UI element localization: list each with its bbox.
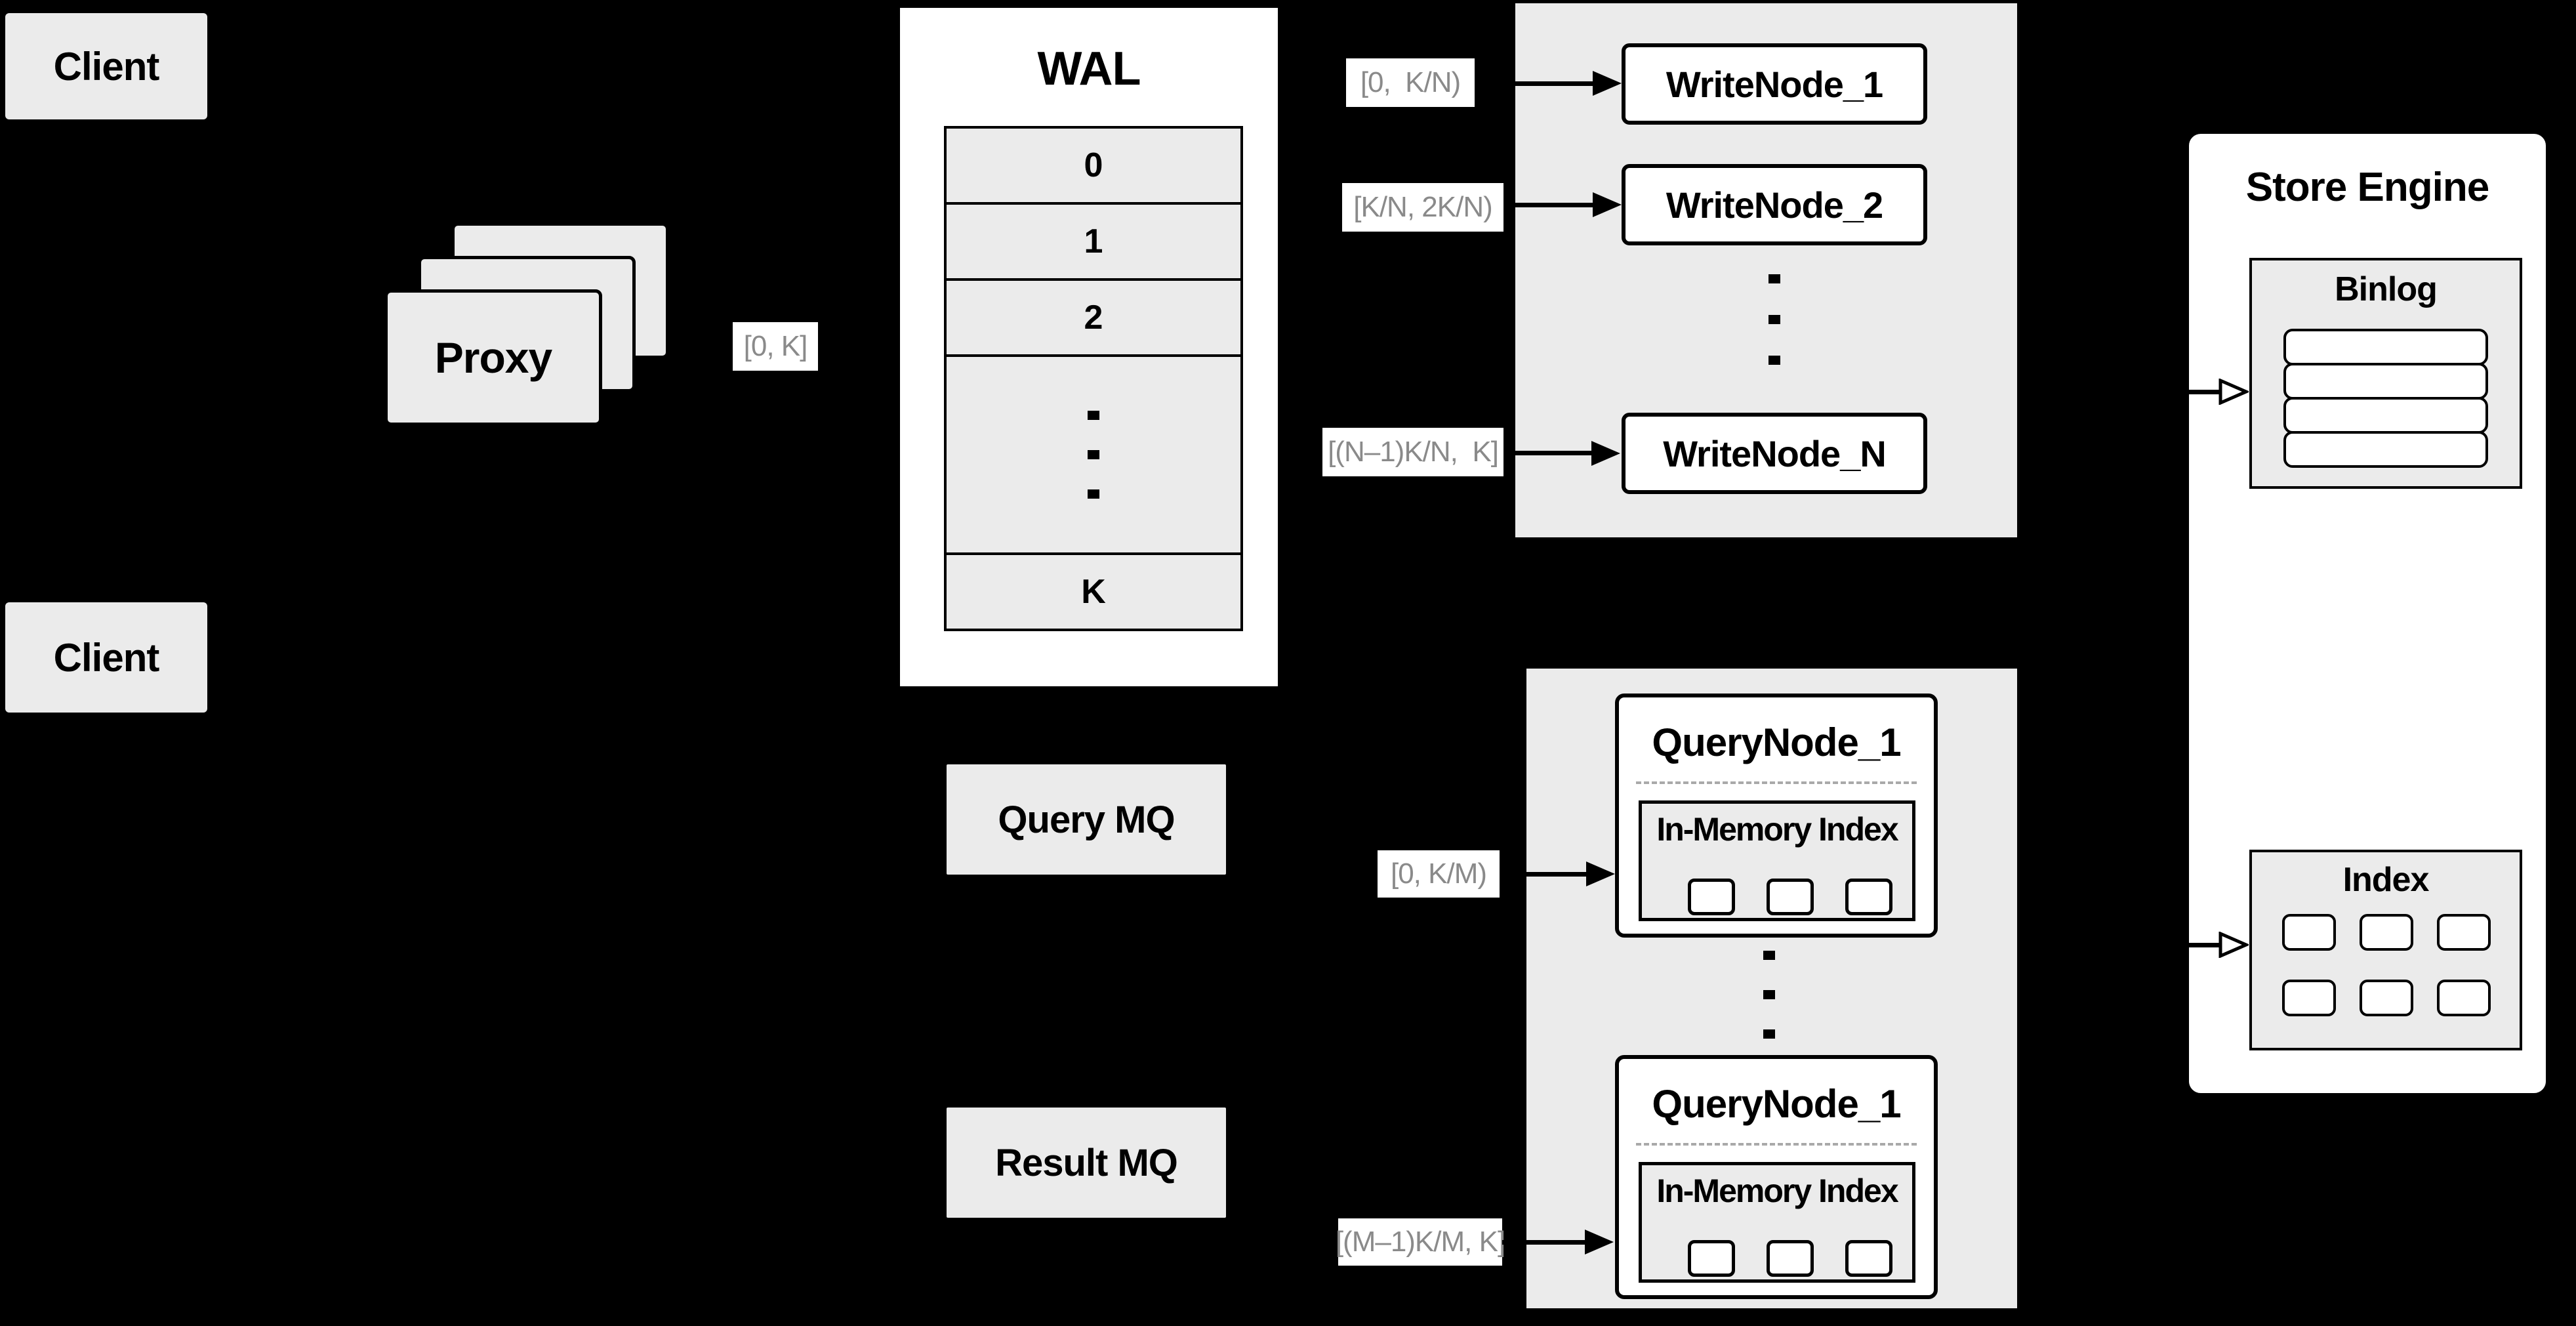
store-engine-panel: Store Engine Binlog Index (2186, 131, 2548, 1096)
client-bottom-label: Client (53, 635, 160, 680)
wal-segment-row: K (947, 552, 1240, 629)
index-title: Index (2342, 861, 2430, 899)
write-node-1: WriteNode_1 (1622, 43, 1927, 125)
index-cell (2282, 980, 2336, 1016)
binlog-box: Binlog (2249, 258, 2522, 489)
wal-table: 0 1 2 K (944, 126, 1243, 631)
query-node-1: QueryNode_1 In-Memory Index (1615, 694, 1938, 938)
index-cell (2437, 980, 2491, 1016)
ellipsis-dot-icon (1768, 356, 1780, 365)
wal-panel: WAL 0 1 2 K (897, 5, 1280, 689)
dashed-separator (1636, 1143, 1917, 1146)
dashed-separator (1636, 781, 1917, 784)
in-memory-index-box: In-Memory Index (1639, 800, 1915, 921)
arrow-shaft (1503, 203, 1595, 207)
in-memory-index-box: In-Memory Index (1639, 1162, 1915, 1283)
proxy-card-front: Proxy (384, 289, 602, 426)
proxy-label: Proxy (434, 333, 552, 382)
in-memory-index-title: In-Memory Index (1656, 1172, 1898, 1209)
result-mq-label: Result MQ (995, 1141, 1178, 1184)
ellipsis-dot-icon (1768, 315, 1780, 324)
query-node-2-title: QueryNode_1 (1652, 1082, 1901, 1126)
binlog-row (2283, 397, 2488, 434)
write-node-2: WriteNode_2 (1622, 164, 1927, 245)
memory-segment (1767, 1240, 1814, 1277)
write-range-label-n: [(N–1)K/N, K] (1322, 428, 1503, 476)
arrow-shaft (1502, 1240, 1587, 1245)
open-arrowhead-icon (2218, 379, 2249, 405)
ellipsis-dot-icon (1088, 411, 1099, 420)
client-box-bottom: Client (5, 602, 207, 713)
ellipsis-dot-icon (1088, 489, 1099, 499)
solid-arrowhead-icon (1593, 71, 1622, 96)
index-cell (2282, 914, 2336, 951)
query-range-label-2: [(M–1)K/M, K] (1336, 1218, 1505, 1266)
arrow-shaft (2165, 943, 2221, 947)
solid-arrowhead-icon (1591, 441, 1620, 466)
wal-ellipsis-row (947, 354, 1240, 552)
open-arrowhead-icon (2218, 932, 2249, 958)
arrow-shaft (2165, 390, 2221, 394)
binlog-row (2283, 329, 2488, 365)
store-engine-title: Store Engine (2245, 165, 2489, 210)
ellipsis-dot-icon (1763, 990, 1775, 999)
ellipsis-dot-icon (1763, 1029, 1775, 1039)
solid-arrowhead-icon (1593, 192, 1622, 217)
query-mq-label: Query MQ (998, 798, 1175, 841)
index-cell (2437, 914, 2491, 951)
write-ellipsis (1768, 274, 1780, 365)
client-top-label: Client (53, 44, 160, 89)
binlog-row (2283, 363, 2488, 400)
arrow-shaft (1503, 451, 1594, 455)
ellipsis-dot-icon (1088, 450, 1099, 459)
in-memory-index-title: In-Memory Index (1656, 811, 1898, 848)
binlog-row (2283, 431, 2488, 468)
wal-segment-row: 1 (947, 202, 1240, 278)
proxy-range-label: [0, K] (733, 322, 818, 371)
query-node-2: QueryNode_1 In-Memory Index (1615, 1055, 1938, 1299)
memory-segment (1688, 1240, 1735, 1277)
index-cell (2360, 980, 2413, 1016)
wal-segment-row: 0 (947, 129, 1240, 202)
index-box: Index (2249, 850, 2522, 1050)
memory-segment (1845, 879, 1892, 915)
memory-segment (1845, 1240, 1892, 1277)
query-mq-box: Query MQ (947, 764, 1226, 875)
solid-arrowhead-icon (1586, 861, 1615, 886)
index-cell (2360, 914, 2413, 951)
client-box-top: Client (5, 13, 207, 119)
wal-title: WAL (1037, 43, 1141, 95)
solid-arrowhead-icon (1585, 1230, 1614, 1254)
ellipsis-dot-icon (1763, 951, 1775, 960)
query-range-label-1: [0, K/M) (1378, 850, 1500, 898)
arrow-shaft (1475, 81, 1597, 86)
memory-segment (1688, 879, 1735, 915)
write-range-label-1: [0, K/N) (1346, 58, 1475, 107)
memory-segment (1767, 879, 1814, 915)
query-ellipsis (1763, 951, 1775, 1039)
write-range-label-2: [K/N, 2K/N) (1342, 183, 1503, 232)
binlog-title: Binlog (2335, 270, 2438, 308)
ellipsis-dot-icon (1768, 274, 1780, 283)
wal-segment-row: 2 (947, 278, 1240, 354)
query-node-1-title: QueryNode_1 (1652, 720, 1901, 764)
write-node-n: WriteNode_N (1622, 413, 1927, 494)
arrow-shaft (1500, 872, 1589, 877)
result-mq-box: Result MQ (947, 1108, 1226, 1218)
